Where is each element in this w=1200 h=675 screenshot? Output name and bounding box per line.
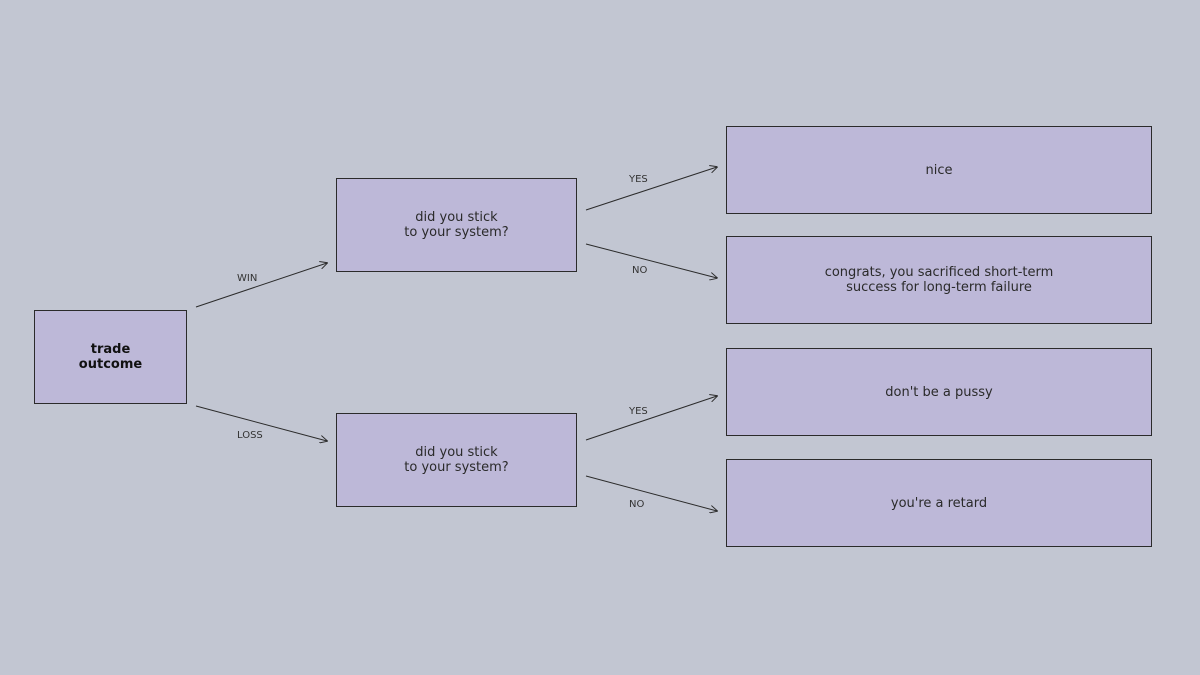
outcome-node-win-yes-label: nice	[925, 162, 953, 178]
outcome-node-loss-no-label: you're a retard	[890, 495, 988, 511]
question-node-loss-label: did you stick to your system?	[404, 445, 509, 475]
outcome-node-win-no: congrats, you sacrificed short-term succ…	[726, 236, 1152, 324]
outcome-node-win-yes: nice	[726, 126, 1152, 214]
edge-win-yes	[585, 167, 717, 211]
edge-loss-no	[585, 475, 717, 511]
edge-label-win: WIN	[237, 273, 258, 284]
question-node-loss: did you stick to your system?	[336, 413, 577, 507]
question-node-win: did you stick to your system?	[336, 178, 577, 272]
outcome-node-loss-no: you're a retard	[726, 459, 1152, 547]
outcome-node-win-no-label: congrats, you sacrificed short-term succ…	[824, 265, 1054, 295]
edge-win-no	[585, 243, 717, 278]
root-node-label: trade outcome	[78, 342, 143, 372]
edge-root-to-loss	[195, 405, 327, 441]
edge-label-loss-no: NO	[629, 499, 645, 510]
root-node-trade-outcome: trade outcome	[34, 310, 187, 404]
edge-root-to-win	[195, 263, 327, 308]
edge-label-loss-yes: YES	[629, 406, 648, 417]
edge-label-win-yes: YES	[629, 174, 648, 185]
edge-loss-yes	[585, 396, 717, 441]
outcome-node-loss-yes: don't be a pussy	[726, 348, 1152, 436]
edge-label-win-no: NO	[632, 265, 648, 276]
edge-label-loss: LOSS	[237, 430, 263, 441]
outcome-node-loss-yes-label: don't be a pussy	[885, 384, 993, 400]
question-node-win-label: did you stick to your system?	[404, 210, 509, 240]
